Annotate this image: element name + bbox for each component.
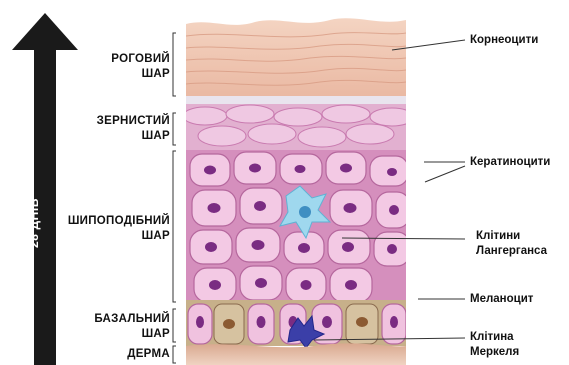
callout-keratinocytes: Кератиноцити — [470, 155, 550, 170]
granular-region — [183, 104, 414, 150]
layer-label-basal: БАЗАЛЬНИЙ ШАР — [60, 312, 170, 342]
arrow-head — [12, 13, 78, 50]
basal-region — [186, 300, 406, 348]
bracket-corneum — [173, 33, 176, 96]
callout-langerhans: Клітини Лангерганса — [476, 229, 547, 259]
dermis-region — [186, 343, 406, 365]
callout-melanocyte: Меланоцит — [470, 292, 533, 307]
bracket-granular — [173, 113, 176, 145]
days-label: 28 ДНІВ — [27, 148, 41, 248]
layer-brackets — [173, 33, 176, 363]
bracket-dermis — [173, 346, 176, 363]
skin-illustration — [183, 18, 414, 365]
callout-corneocytes: Корнеоцити — [470, 33, 538, 48]
callout-merkel: Клітина Меркеля — [470, 330, 519, 360]
stratum-corneum-region — [186, 18, 406, 104]
layer-label-dermis: ДЕРМА — [60, 347, 170, 362]
layer-label-corneum: РОГОВИЙ ШАР — [60, 52, 170, 82]
bracket-basal — [173, 309, 176, 342]
bracket-spinous — [173, 151, 176, 302]
callout-line-keratinocytes-2 — [425, 166, 465, 182]
layer-label-spinous: ШИПОПОДІБНИЙ ШАР — [46, 214, 170, 244]
layer-label-granular: ЗЕРНИСТИЙ ШАР — [60, 114, 170, 144]
spinous-region — [186, 150, 410, 305]
